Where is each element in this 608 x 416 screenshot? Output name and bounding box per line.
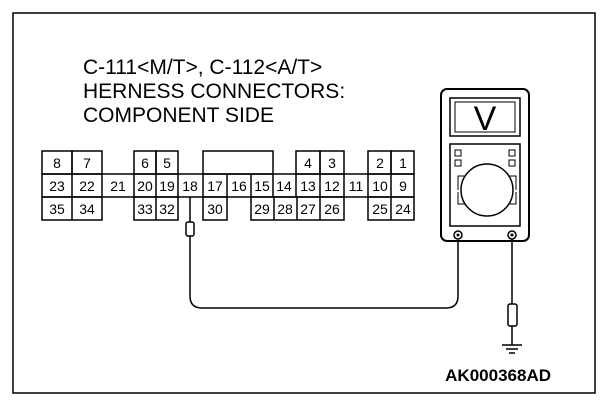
pin-number: 8 xyxy=(53,155,61,171)
pin-number: 2 xyxy=(376,155,384,171)
dial-mark-icon xyxy=(457,192,466,205)
multimeter-display-inner xyxy=(454,101,516,133)
terminal-positive-dot xyxy=(456,233,460,237)
pin-number: 4 xyxy=(304,155,312,171)
pin-number: 20 xyxy=(137,178,153,194)
voltage-symbol: V xyxy=(474,100,497,138)
pin-number: 16 xyxy=(231,178,247,194)
pin-labels-row-2: 23 22 21 20 19 18 17 16 15 14 13 12 11 1… xyxy=(49,178,407,194)
pin-number: 25 xyxy=(372,201,388,217)
pin-number: 29 xyxy=(254,201,270,217)
pin-number: 33 xyxy=(137,201,153,217)
figure-code: AK000368AD xyxy=(445,366,551,385)
ground-lead xyxy=(507,239,518,345)
pin-number: 3 xyxy=(328,155,336,171)
multimeter: V xyxy=(440,88,530,242)
range-indicator-icon xyxy=(508,159,516,167)
pin-number: 30 xyxy=(207,201,223,217)
connector-middle-row xyxy=(41,173,415,198)
pin-number: 34 xyxy=(79,201,95,217)
terminal-negative-dot xyxy=(510,233,514,237)
pin-labels-row-3: 35 34 33 32 30 29 28 27 26 25 24 xyxy=(49,201,411,217)
range-indicator-icon xyxy=(508,149,516,157)
ground-icon xyxy=(502,344,522,354)
harness-connector xyxy=(41,150,415,221)
pin-number: 24 xyxy=(395,201,411,217)
range-indicator-icon xyxy=(454,149,462,157)
pin-number: 23 xyxy=(49,178,65,194)
range-indicator-icon xyxy=(454,159,462,167)
pin-number: 5 xyxy=(163,155,171,171)
dial-mark-icon xyxy=(508,192,517,205)
pin-number: 7 xyxy=(83,155,91,171)
caption-line-3: COMPONENT SIDE xyxy=(83,104,274,127)
pin-number: 11 xyxy=(349,178,364,194)
pin-number: 28 xyxy=(277,201,293,217)
pin-number: 13 xyxy=(300,178,316,194)
pin-number: 22 xyxy=(79,178,95,194)
dial-mark-icon xyxy=(457,175,466,190)
caption-line-2: HERNESS CONNECTORS: xyxy=(83,80,345,103)
pin-labels-row-1: 8 7 6 5 4 3 2 1 xyxy=(53,155,407,171)
caption-line-1: C-111<M/T>, C-112<A/T> xyxy=(83,56,322,79)
pin-group xyxy=(202,196,228,221)
selector-dial xyxy=(460,163,514,217)
pin-number: 9 xyxy=(399,178,407,194)
pin-number-probed: 18 xyxy=(182,178,198,194)
pin-number: 12 xyxy=(324,178,340,194)
pin-number: 27 xyxy=(300,201,316,217)
connector-lock-tab xyxy=(202,150,274,175)
pin-number: 14 xyxy=(276,178,292,194)
pin-number: 17 xyxy=(207,178,223,194)
pin-number: 10 xyxy=(372,178,388,194)
pin-number: 1 xyxy=(399,155,407,171)
pin-number: 32 xyxy=(159,201,175,217)
pin-number: 35 xyxy=(49,201,65,217)
probe-lead-wire xyxy=(189,236,459,309)
pin-number: 26 xyxy=(324,201,340,217)
pin-number: 19 xyxy=(159,178,175,194)
pin-number: 21 xyxy=(110,178,126,194)
dial-mark-icon xyxy=(508,175,517,190)
pin-number: 6 xyxy=(141,155,149,171)
figure-frame xyxy=(12,12,596,394)
test-probe xyxy=(185,197,195,237)
pin-number: 15 xyxy=(254,178,270,194)
